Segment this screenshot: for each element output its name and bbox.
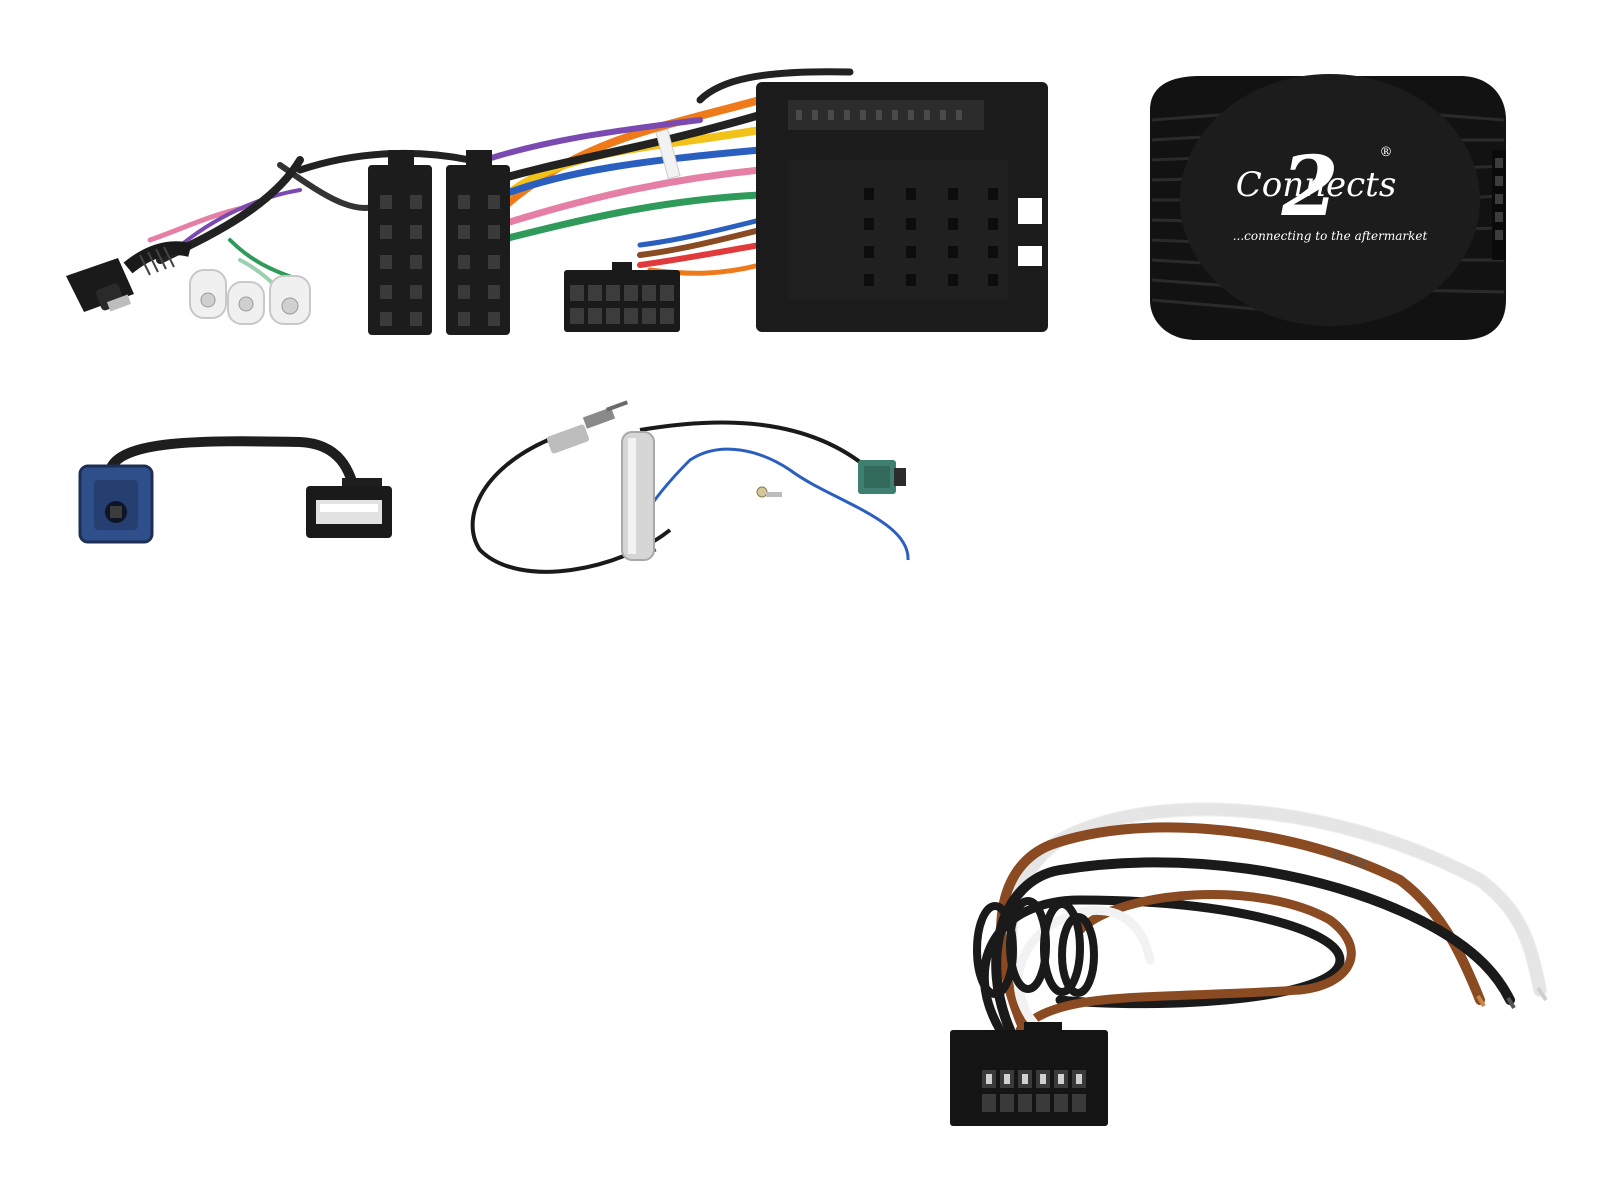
iso-connector-right [446, 150, 510, 335]
blue-wire-terminal [756, 486, 782, 498]
logo-registered: ® [1380, 145, 1393, 160]
logo-number: 2 [1280, 139, 1338, 235]
interface-module: 2 Connects ® ...connecting to the afterm… [1150, 74, 1506, 340]
jack-plug [66, 241, 192, 312]
steering-control-harness [66, 68, 1048, 335]
bullet-terminals [189, 269, 311, 325]
antenna-adapter [470, 400, 910, 574]
quadlock-connector [756, 82, 1048, 332]
patch-lead: G R&K [950, 802, 1548, 1126]
fakra-connector [858, 460, 906, 494]
patch-lead-wire-ends [1476, 986, 1548, 1010]
amplifier-barrel [621, 431, 655, 561]
sixteen-pin-connector [564, 262, 680, 332]
connects2-logo: 2 Connects ® ...connecting to the afterm… [1233, 139, 1428, 243]
logo-word: Connects [1236, 165, 1397, 205]
module-side-port [1492, 150, 1506, 260]
usb-adapter-lead [78, 436, 392, 544]
hsd-connector [78, 464, 154, 544]
usb-plug [306, 478, 392, 538]
harness-wires [147, 68, 854, 302]
iso-connector-left [368, 150, 432, 335]
wire-print-text: G R&K [1331, 848, 1369, 872]
din-plug [546, 400, 629, 454]
patch-lead-connector [950, 1022, 1108, 1126]
logo-tagline: ...connecting to the aftermarket [1233, 229, 1428, 243]
